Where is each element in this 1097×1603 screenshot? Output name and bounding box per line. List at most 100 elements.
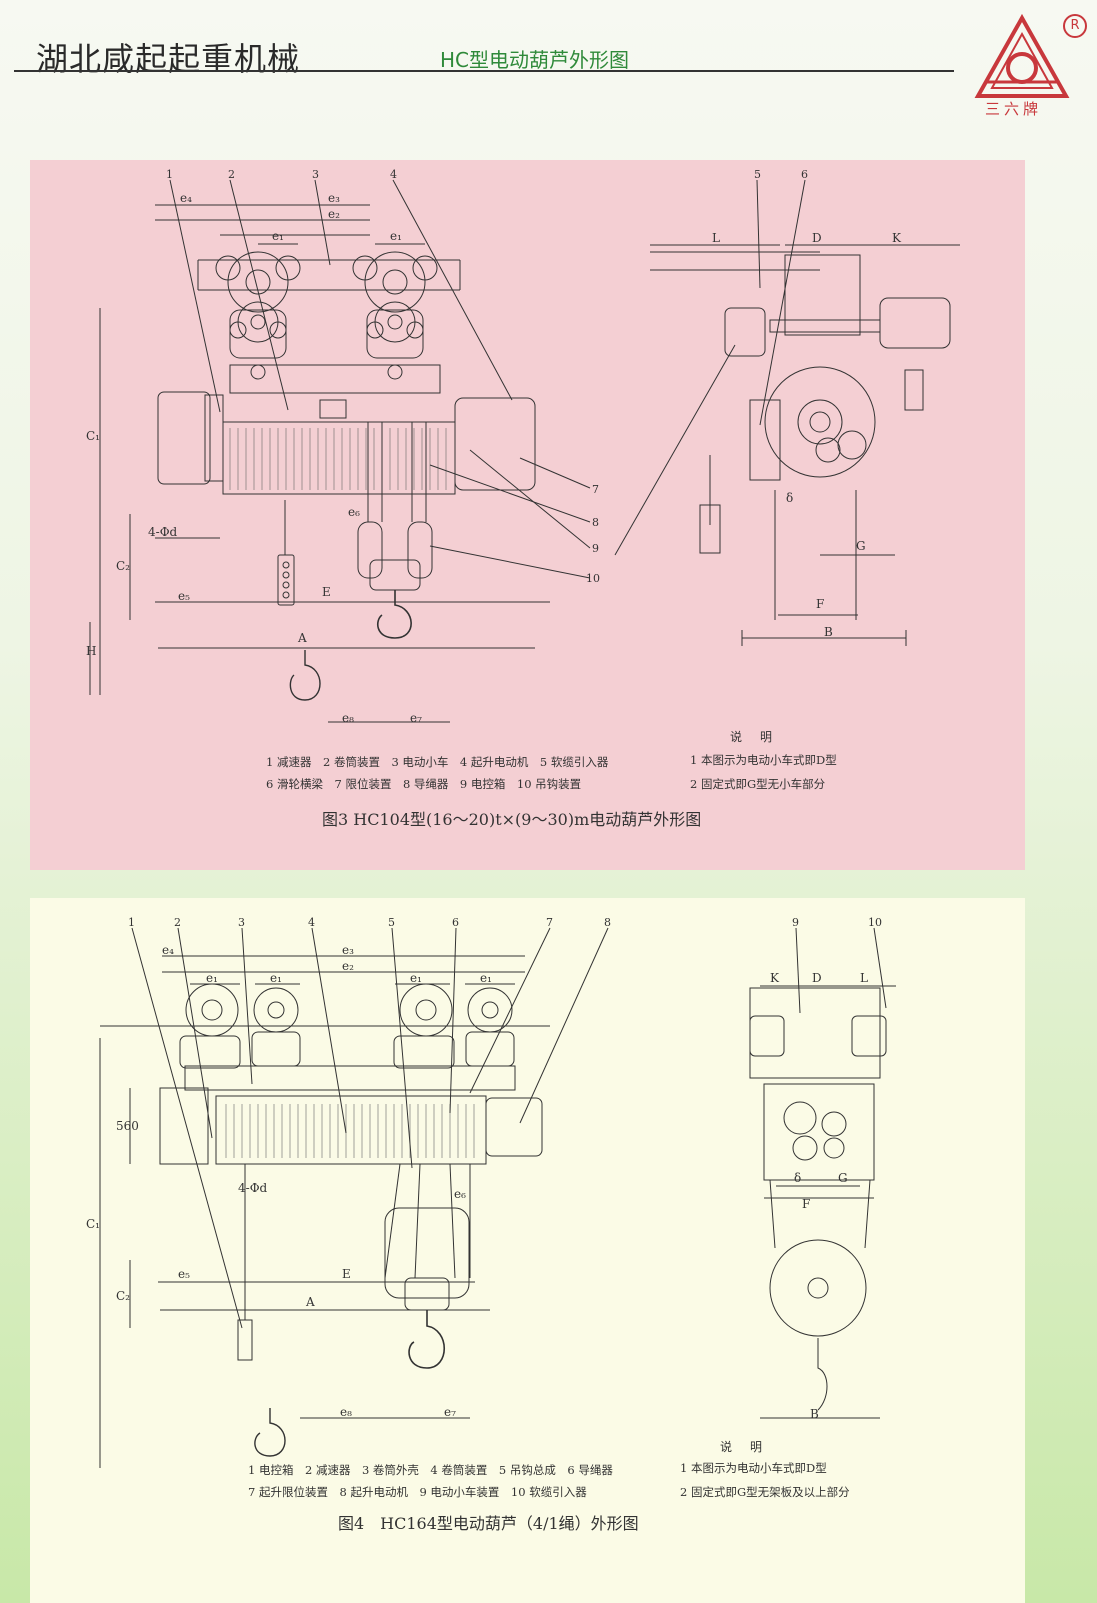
fig3-dim-H: H <box>86 644 96 658</box>
fig4-dim-A: A <box>305 1295 315 1309</box>
trolley-wheel-left <box>227 251 289 313</box>
fig4-dim-e1-d: e₁ <box>480 971 492 985</box>
fig3-note-1: 1 本图示为电动小车式即D型 <box>690 753 837 767</box>
fig3-callout-5: 5 <box>754 168 761 181</box>
fig4-dim-e2: e₂ <box>342 959 354 973</box>
fig4-pendant <box>237 1319 253 1361</box>
side-drum <box>764 366 876 478</box>
fig3-dim-A: A <box>297 631 307 645</box>
fig4-side-housing <box>763 1083 875 1181</box>
fig4-note-2: 2 固定式即G型无架板及以上部分 <box>680 1485 850 1499</box>
figure4-panel: 1 2 3 4 5 6 7 8 9 10 e₄ e₃ e₂ e₁ e₁ e₁ e… <box>30 898 1025 1603</box>
fig4-dim-e1-b: e₁ <box>270 971 282 985</box>
fig4-dim-e6: e₆ <box>454 1187 466 1201</box>
fig4-dim-e1-a: e₁ <box>206 971 218 985</box>
fig4-dim-e8: e₈ <box>340 1405 352 1419</box>
fig3-dim-D: D <box>812 231 822 245</box>
fig4-callout-6: 6 <box>452 916 459 929</box>
fig3-callout-10: 10 <box>586 572 600 585</box>
company-name: 湖北咸起起重机械 <box>36 40 301 78</box>
fig4-dim-G: G <box>838 1171 848 1185</box>
fig4-dim-C1: C₁ <box>86 1217 100 1231</box>
fig4-callout-3: 3 <box>238 916 245 929</box>
fig3-caption: 图3 HC104型(16～20)t×(9～30)m电动葫芦外形图 <box>322 810 702 829</box>
fig4-caption: 图4 HC164型电动葫芦（4/1绳）外形图 <box>338 1514 639 1533</box>
hook <box>376 590 412 639</box>
fig3-dim-e5: e₅ <box>178 589 190 603</box>
fig3-dim-C2: C₂ <box>116 559 130 573</box>
fig3-dim-G: G <box>856 539 866 553</box>
fig4-callout-7: 7 <box>546 916 553 929</box>
brand-logo-icon <box>974 13 1070 98</box>
fig3-legend-row2: 6 滑轮横梁 7 限位装置 8 导绳器 9 电控箱 10 吊钩装置 <box>266 777 582 791</box>
fig3-dim-e1-right: e₁ <box>390 229 402 243</box>
fig4-dim-e1-c: e₁ <box>410 971 422 985</box>
fig3-dim-e7: e₇ <box>410 711 422 725</box>
fig3-dim-B: B <box>824 625 833 639</box>
fig4-dim-L: L <box>860 971 868 985</box>
fig3-dim-e2: e₂ <box>328 207 340 221</box>
reducer-housing <box>157 391 211 485</box>
fig4-hook <box>408 1310 446 1369</box>
figure3-panel: 1 2 3 4 5 6 7 8 9 10 e₄ e₃ e₂ e₁ e₁ C₁ C… <box>30 160 1025 870</box>
hoist-motor <box>454 397 536 491</box>
fig3-callout-7: 7 <box>592 483 599 496</box>
fig3-dim-delta: δ <box>786 491 793 505</box>
figure4-drawing <box>99 927 896 1468</box>
fig4-dim-e5: e₅ <box>178 1267 190 1281</box>
fig4-dim-560: 560 <box>116 1119 139 1133</box>
fig4-callout-5: 5 <box>388 916 395 929</box>
fig3-callout-2: 2 <box>228 168 235 181</box>
fig4-notes-heading: 说明 <box>720 1440 781 1454</box>
trolley-wheel-right <box>364 251 426 313</box>
fig3-dim-E: E <box>322 585 331 599</box>
fig3-dim-K: K <box>892 231 902 245</box>
fig4-dim-F: F <box>802 1197 810 1211</box>
fig4-dim-e7: e₇ <box>444 1405 456 1419</box>
fig3-dim-L: L <box>712 231 720 245</box>
fig4-callout-8: 8 <box>604 916 611 929</box>
fig3-dim-e6: e₆ <box>348 505 360 519</box>
fig3-callout-4: 4 <box>390 168 397 181</box>
fig3-legend-row1: 1 减速器 2 卷筒装置 3 电动小车 4 起升电动机 5 软缆引入器 <box>266 755 609 769</box>
fig4-reducer <box>159 1087 209 1165</box>
fig4-dim-C2: C₂ <box>116 1289 130 1303</box>
fig3-notes-heading: 说明 <box>730 730 791 744</box>
figure4-labels: 1 2 3 4 5 6 7 8 9 10 e₄ e₃ e₂ e₁ e₁ e₁ e… <box>86 916 882 1421</box>
registered-mark: R <box>1063 14 1087 38</box>
fig3-callout-3: 3 <box>312 168 319 181</box>
fig4-dim-hole: 4-Φd <box>238 1181 268 1195</box>
fig3-dim-F: F <box>816 597 824 611</box>
fig4-callout-2: 2 <box>174 916 181 929</box>
fig3-dim-e4: e₄ <box>180 191 192 205</box>
header-rule <box>14 70 954 72</box>
fig3-dim-e1-left: e₁ <box>272 229 284 243</box>
fig4-callout-10: 10 <box>868 916 882 929</box>
fig4-callout-9: 9 <box>792 916 799 929</box>
fig4-dim-K: K <box>770 971 780 985</box>
figure3-drawing <box>89 179 960 723</box>
page-title: HC型电动葫芦外形图 <box>440 48 630 72</box>
fig4-motor <box>485 1097 543 1157</box>
fig4-callout-4: 4 <box>308 916 315 929</box>
fig4-dim-E: E <box>342 1267 351 1281</box>
fig4-dim-D: D <box>812 971 822 985</box>
fig4-legend-row1: 1 电控箱 2 减速器 3 卷筒外壳 4 卷筒装置 5 吊钩总成 6 导绳器 <box>248 1463 613 1477</box>
fig3-callout-6: 6 <box>801 168 808 181</box>
fig4-dim-e4: e₄ <box>162 943 174 957</box>
fig4-dim-delta: δ <box>794 1171 801 1185</box>
fig3-callout-1: 1 <box>166 168 173 181</box>
fig4-dim-B: B <box>810 1407 819 1421</box>
figure3-labels: 1 2 3 4 5 6 7 8 9 10 e₄ e₃ e₂ e₁ e₁ C₁ C… <box>86 168 902 725</box>
fig4-note-1: 1 本图示为电动小车式即D型 <box>680 1461 827 1475</box>
fig4-legend-row2: 7 起升限位装置 8 起升电动机 9 电动小车装置 10 软缆引入器 <box>248 1485 587 1499</box>
fig4-callout-1: 1 <box>128 916 135 929</box>
fig3-dim-e3: e₃ <box>328 191 340 205</box>
fig4-dim-e3: e₃ <box>342 943 354 957</box>
fig3-dim-C1: C₁ <box>86 429 100 443</box>
side-trolley <box>784 254 861 336</box>
brand-name: 三六牌 <box>985 100 1043 118</box>
fig3-note-2: 2 固定式即G型无小车部分 <box>690 777 826 791</box>
fig3-callout-8: 8 <box>592 516 599 529</box>
pendant <box>277 554 295 606</box>
